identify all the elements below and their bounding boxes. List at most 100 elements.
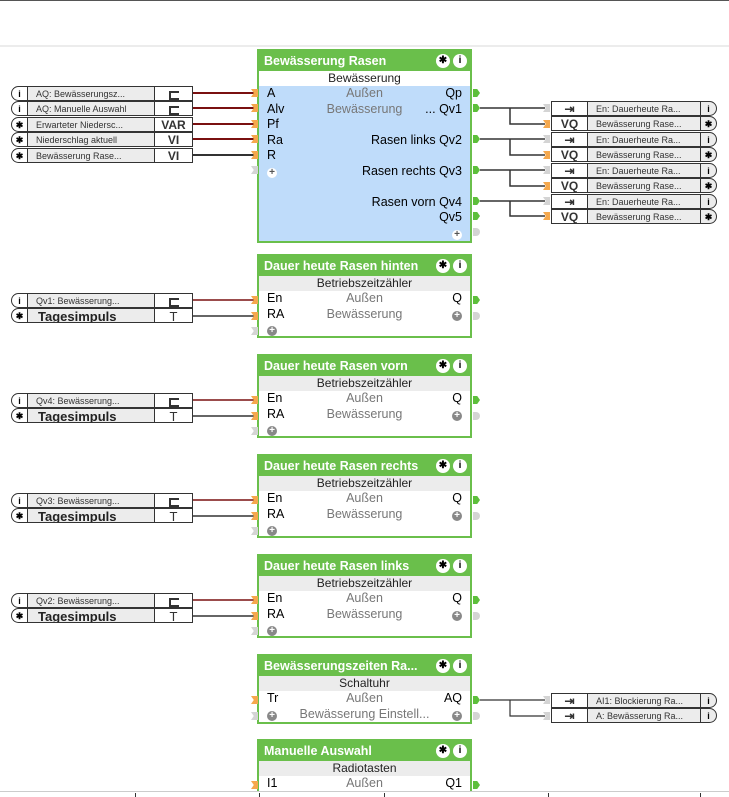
input-pin[interactable] <box>251 312 258 320</box>
input-pin[interactable] <box>543 182 550 190</box>
input-pin[interactable] <box>251 120 258 128</box>
output-pin[interactable] <box>473 696 480 704</box>
input-pin[interactable] <box>543 712 550 720</box>
output-pin[interactable] <box>473 197 480 205</box>
input-pin[interactable] <box>543 120 550 128</box>
input-pin[interactable] <box>251 151 258 159</box>
block-header[interactable]: Dauer heute Rasen hinten✱i <box>259 256 470 276</box>
output-pin[interactable] <box>473 396 480 404</box>
input-pin[interactable] <box>251 696 258 704</box>
add-input-button[interactable]: + <box>267 526 277 536</box>
info-icon[interactable]: i <box>11 493 27 508</box>
add-input-button[interactable]: + <box>267 710 277 721</box>
input-pin[interactable] <box>251 527 258 535</box>
input-pin[interactable] <box>251 327 258 335</box>
input-pin[interactable] <box>251 712 258 720</box>
input-pin[interactable] <box>251 104 258 112</box>
block-header[interactable]: Dauer heute Rasen vorn✱i <box>259 356 470 376</box>
input-pin[interactable] <box>251 296 258 304</box>
add-input-button[interactable]: + <box>267 326 277 336</box>
info-icon[interactable]: i <box>701 194 717 209</box>
input-pin[interactable] <box>543 135 550 143</box>
input-pin[interactable] <box>251 512 258 520</box>
info-icon[interactable]: i <box>701 708 717 723</box>
input-pin[interactable] <box>543 212 550 220</box>
block-header[interactable]: Dauer heute Rasen links✱i <box>259 556 470 576</box>
output-pin[interactable] <box>473 596 480 604</box>
connection-ref[interactable]: ✱Erwarteter Niedersc...VAR <box>11 117 193 132</box>
gear-icon[interactable]: ✱ <box>436 259 450 273</box>
gear-icon[interactable]: ✱ <box>11 508 27 523</box>
gear-icon[interactable]: ✱ <box>436 359 450 373</box>
connection-ref[interactable]: ⇥A: Bewässerung Ra...i <box>551 708 717 723</box>
input-pin[interactable] <box>251 627 258 635</box>
block-header[interactable]: Bewässerung Rasen ✱i <box>259 51 470 71</box>
info-icon[interactable]: i <box>11 86 27 101</box>
add-input-button[interactable]: + <box>267 626 277 636</box>
gear-icon[interactable]: ✱ <box>436 744 450 758</box>
add-output-button[interactable]: + <box>452 710 462 721</box>
output-pin[interactable] <box>473 104 480 112</box>
connection-ref[interactable]: ⇥En: Dauerheute Ra...i <box>551 163 717 178</box>
add-input-button[interactable]: + <box>267 426 277 436</box>
info-icon[interactable]: i <box>701 693 717 708</box>
gear-icon[interactable]: ✱ <box>701 116 717 131</box>
info-icon[interactable]: i <box>11 593 27 608</box>
output-pin[interactable] <box>473 212 480 220</box>
add-output-button[interactable]: + <box>452 610 462 621</box>
add-output-button[interactable]: + <box>452 510 462 521</box>
block-header[interactable]: Dauer heute Rasen rechts✱i <box>259 456 470 476</box>
info-icon[interactable]: i <box>701 163 717 178</box>
output-pin[interactable] <box>473 166 480 174</box>
info-icon[interactable]: i <box>453 54 467 68</box>
info-icon[interactable]: i <box>453 559 467 573</box>
gear-icon[interactable]: ✱ <box>436 559 450 573</box>
info-icon[interactable]: i <box>11 101 27 116</box>
input-pin[interactable] <box>251 166 258 174</box>
connection-ref[interactable]: ⇥AI1: Blockierung Ra...i <box>551 693 717 708</box>
info-icon[interactable]: i <box>701 132 717 147</box>
output-pin[interactable] <box>473 135 480 143</box>
connection-ref[interactable]: ⇥En: Dauerheute Ra...i <box>551 194 717 209</box>
info-icon[interactable]: i <box>453 259 467 273</box>
input-pin[interactable] <box>543 166 550 174</box>
output-pin[interactable] <box>473 512 480 520</box>
input-pin[interactable] <box>251 135 258 143</box>
input-pin[interactable] <box>251 612 258 620</box>
connection-ref[interactable]: ⇥En: Dauerheute Ra...i <box>551 132 717 147</box>
add-output-button[interactable]: + <box>452 410 462 421</box>
input-pin[interactable] <box>543 696 550 704</box>
gear-icon[interactable]: ✱ <box>701 209 717 224</box>
info-icon[interactable]: i <box>453 359 467 373</box>
add-output-button[interactable]: + <box>452 310 462 321</box>
gear-icon[interactable]: ✱ <box>11 117 27 132</box>
gear-icon[interactable]: ✱ <box>11 308 27 323</box>
block-header[interactable]: Manuelle Auswahl✱i <box>259 741 470 761</box>
input-pin[interactable] <box>251 396 258 404</box>
output-pin[interactable] <box>473 712 480 720</box>
output-pin[interactable] <box>473 296 480 304</box>
info-icon[interactable]: i <box>11 293 27 308</box>
add-output-button[interactable]: + <box>452 229 462 240</box>
output-pin[interactable] <box>473 612 480 620</box>
block-dauer-rechts[interactable]: Dauer heute Rasen rechts✱i Betriebszeitz… <box>257 454 472 538</box>
block-dauer-vorn[interactable]: Dauer heute Rasen vorn✱i Betriebszeitzäh… <box>257 354 472 438</box>
gear-icon[interactable]: ✱ <box>701 147 717 162</box>
gear-icon[interactable]: ✱ <box>11 132 27 147</box>
gear-icon[interactable]: ✱ <box>436 659 450 673</box>
info-icon[interactable]: i <box>11 393 27 408</box>
gear-icon[interactable]: ✱ <box>11 148 27 163</box>
info-icon[interactable]: i <box>701 101 717 116</box>
output-pin[interactable] <box>473 496 480 504</box>
block-dauer-links[interactable]: Dauer heute Rasen links✱i Betriebszeitzä… <box>257 554 472 638</box>
